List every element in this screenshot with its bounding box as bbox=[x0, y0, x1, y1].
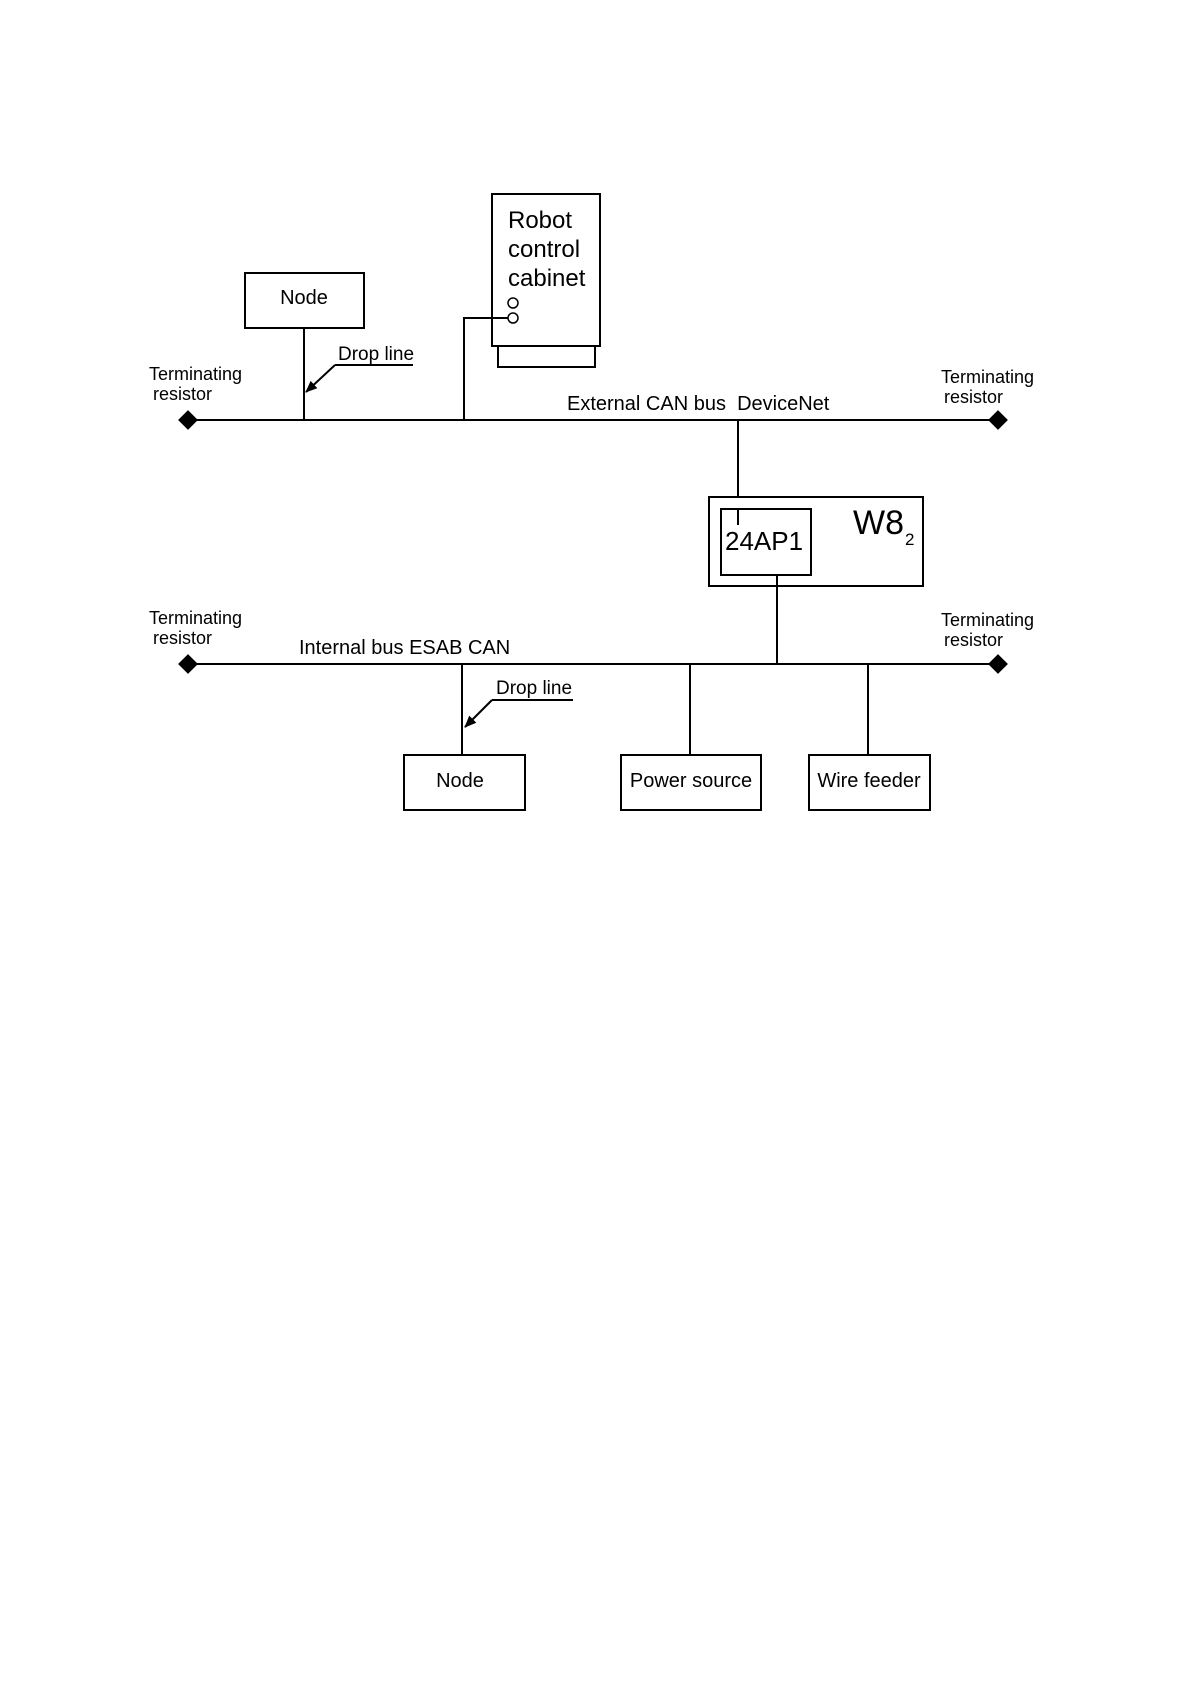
drop-line-top-label: Drop line bbox=[338, 344, 414, 365]
terminating-resistor-top-right: Terminating resistor bbox=[941, 367, 1039, 407]
terminator-bottom-left-icon bbox=[178, 654, 198, 674]
terminator-bottom-right-icon bbox=[988, 654, 1008, 674]
w8-unit-label: W8 bbox=[853, 504, 904, 542]
terminating-resistor-top-left: Terminating resistor bbox=[149, 364, 247, 404]
terminating-resistor-bottom-right: Terminating resistor bbox=[941, 610, 1039, 650]
drop-line-bottom-arrow bbox=[465, 700, 492, 727]
w8-unit-subscript: 2 bbox=[905, 530, 914, 549]
cabinet-connector-icon bbox=[508, 313, 518, 323]
drop-line-bottom-label: Drop line bbox=[496, 678, 572, 699]
drop-line-top-arrow bbox=[306, 365, 335, 392]
robot-cabinet-label: Robot control cabinet bbox=[508, 207, 587, 292]
terminator-top-left-icon bbox=[178, 410, 198, 430]
cabinet-connector-icon bbox=[508, 298, 518, 308]
node-top-label: Node bbox=[280, 287, 328, 309]
node-bottom-label: Node bbox=[436, 770, 484, 792]
terminator-top-right-icon bbox=[988, 410, 1008, 430]
power-source-label: Power source bbox=[630, 770, 752, 792]
wire-feeder-label: Wire feeder bbox=[817, 770, 921, 792]
robot-cabinet-base bbox=[498, 345, 595, 367]
internal-bus-label: Internal bus ESAB CAN bbox=[299, 637, 510, 659]
external-bus-label: External CAN bus DeviceNet bbox=[567, 393, 830, 415]
terminating-resistor-bottom-left: Terminating resistor bbox=[149, 608, 247, 648]
module-24ap1-label: 24AP1 bbox=[725, 526, 803, 556]
